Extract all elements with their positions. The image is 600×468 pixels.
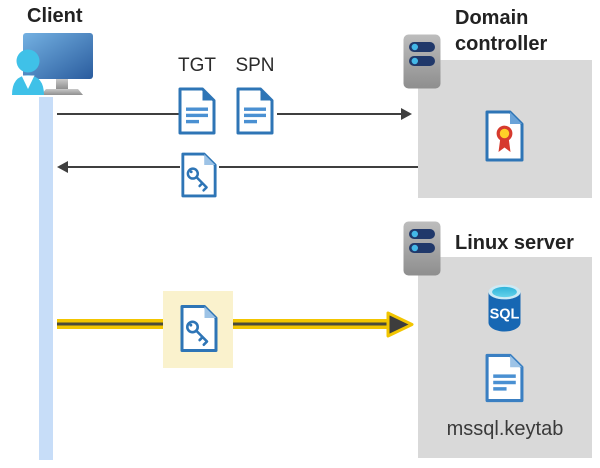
spn-document-icon [235,87,275,135]
client-title: Client [27,5,83,27]
tgt-document-icon [177,87,217,135]
tgt-label: TGT [178,55,216,76]
auth-arrowhead-icon [386,311,414,338]
reply-arrow-line [219,166,418,168]
ticket-key-document-icon [180,152,218,198]
domain-controller-title: Domain controller [455,7,548,55]
person-icon [12,49,44,95]
auth-arrow-line [57,319,163,329]
linux-server-server-icon [402,220,442,277]
keytab-document-icon [484,352,525,404]
reply-arrowhead-icon [57,161,68,173]
sql-database-icon: SQL [486,283,523,332]
keytab-label: mssql.keytab [446,418,564,440]
domain-controller-server-icon [402,33,442,90]
request-arrow-line [57,113,179,115]
certificate-icon [484,110,525,162]
sql-badge-text: SQL [490,307,520,323]
auth-arrow-line [233,319,388,329]
spn-label: SPN [235,55,275,76]
request-arrowhead-icon [401,108,412,120]
reply-arrow-line [68,166,180,168]
monitor-icon [23,33,93,79]
client-icon [10,31,102,97]
auth-key-document-icon [179,304,219,353]
client-timeline [39,97,53,460]
linux-server-title: Linux server [455,232,574,254]
request-arrow-line [277,113,403,115]
